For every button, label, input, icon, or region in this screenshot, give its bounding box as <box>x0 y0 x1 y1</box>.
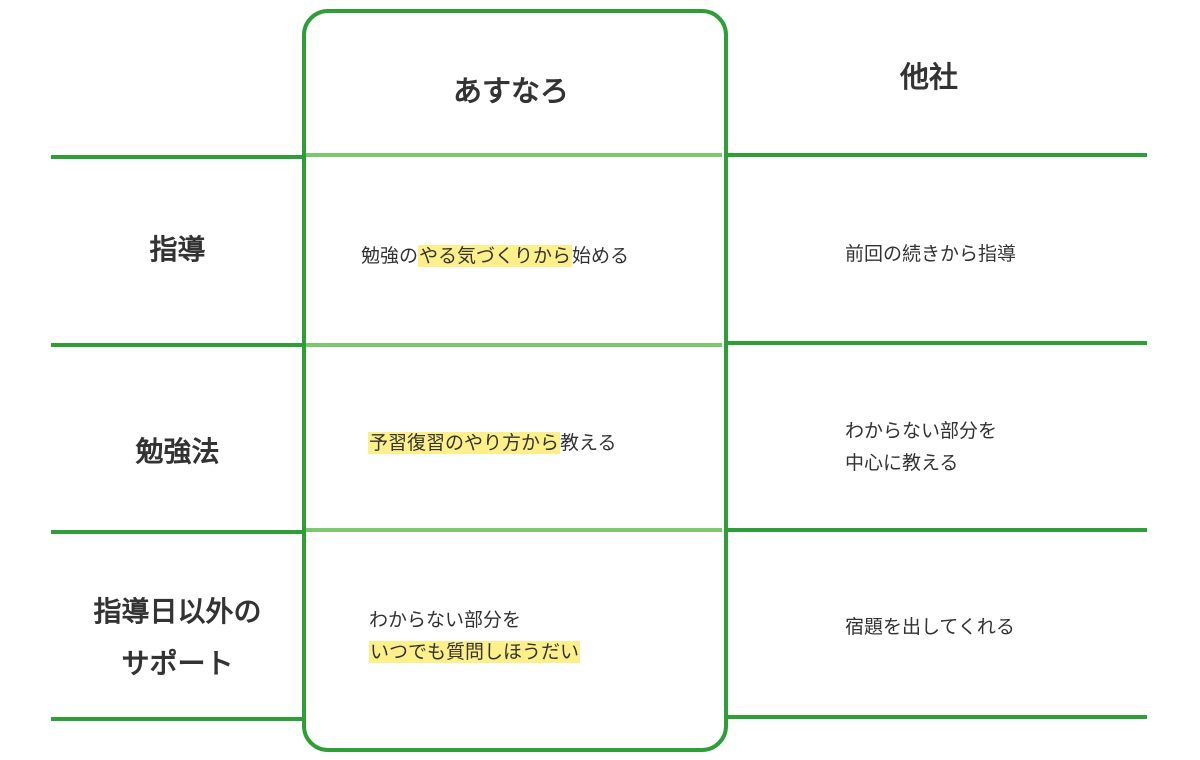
highlighted-text: 予習復習のやり方から <box>368 432 561 454</box>
text-line: 予習復習のやり方から教える <box>368 427 616 459</box>
plain-text: 勉強の <box>361 245 419 267</box>
cell-ours-support: わからない部分をいつでも質問しほうだい <box>369 604 581 668</box>
plain-text: 教える <box>560 432 617 454</box>
text-line: 指導日以外の <box>93 595 262 628</box>
cell-ours-study-method: 予習復習のやり方から教える <box>368 427 616 459</box>
cell-ours-guidance: 勉強のやる気づくりから始める <box>361 240 629 272</box>
row-divider-mid-2 <box>306 343 722 347</box>
text-line: 勉強法 <box>135 435 220 468</box>
row-label-guidance: 指導 <box>51 224 304 276</box>
row-divider-left-3 <box>51 530 304 534</box>
column-header-others: 他社 <box>900 60 959 94</box>
text-line: サポート <box>121 647 234 680</box>
cell-others-support: 宿題を出してくれる <box>845 611 1015 643</box>
column-header-ours: あすなろ <box>453 74 570 108</box>
row-divider-mid-1 <box>306 153 722 157</box>
text-line: わからない部分を <box>845 420 998 442</box>
row-divider-right-3 <box>726 528 1147 532</box>
row-label-support: 指導日以外のサポート <box>51 586 304 690</box>
row-divider-right-1 <box>726 153 1147 157</box>
text-line: 指導 <box>149 233 206 266</box>
cell-others-study-method: わからない部分を中心に教える <box>845 415 997 479</box>
row-label-study-method: 勉強法 <box>51 426 304 478</box>
plain-text: 始める <box>572 245 630 267</box>
highlighted-text: いつでも質問しほうだい <box>369 641 581 663</box>
row-divider-mid-3 <box>306 528 722 532</box>
row-divider-left-2 <box>51 343 304 347</box>
highlighted-column-box <box>302 9 728 752</box>
row-divider-right-2 <box>726 341 1147 345</box>
text-line: わからない部分を <box>369 604 580 636</box>
row-divider-left-1 <box>51 155 304 159</box>
cell-others-guidance: 前回の続きから指導 <box>845 238 1016 270</box>
text-line: 宿題を出してくれる <box>845 616 1015 638</box>
text-line: 前回の続きから指導 <box>845 243 1017 265</box>
row-divider-left-4 <box>51 717 304 721</box>
text-line: 勉強のやる気づくりから始める <box>361 240 629 272</box>
text-line: 中心に教える <box>845 452 959 474</box>
text-line: いつでも質問しほうだい <box>369 636 581 668</box>
highlighted-text: やる気づくりから <box>418 245 573 267</box>
plain-text: わからない部分を <box>369 609 522 631</box>
row-divider-right-4 <box>726 715 1147 719</box>
